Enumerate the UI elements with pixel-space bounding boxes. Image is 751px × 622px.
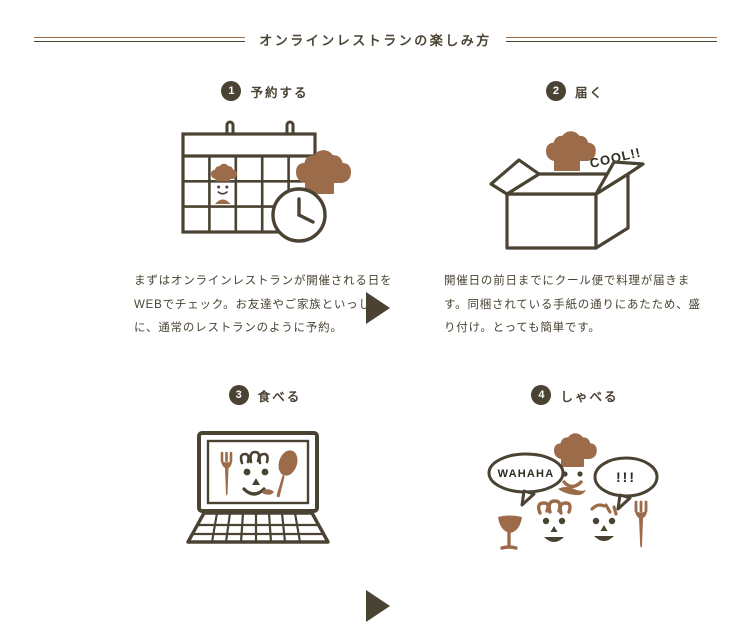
step-3: 3 食べる: [110, 382, 420, 574]
page-header: オンラインレストランの楽しみ方: [0, 30, 751, 49]
step-2-illustration: COOL!!: [420, 116, 730, 256]
step-3-illustration: [110, 420, 420, 560]
step-4-badge: 4: [531, 385, 552, 405]
step-4-title: しゃべる: [560, 389, 619, 404]
chef-hat-icon: [554, 433, 597, 467]
conversation-icon: WAHAHA !!!: [487, 433, 659, 550]
chef-hat-icon: [545, 131, 596, 171]
laptop-icon: [186, 431, 330, 544]
box-icon: [488, 158, 645, 250]
speech-bubble-right-text: !!!: [616, 469, 636, 485]
arrow-step1-to-step2-icon: [366, 292, 390, 324]
step-2-body: 開催日の前日までにクール便で料理が届きます。同梱されている手紙の通りにあたため、…: [444, 275, 701, 335]
fork-icon: [220, 451, 233, 496]
header-rule-right: [505, 36, 718, 43]
step-4-header: 4 しゃべる: [420, 382, 730, 408]
spoon-icon: [276, 450, 298, 498]
clock-icon: [271, 186, 327, 243]
wine-glass-icon: [498, 515, 522, 550]
step-3-header: 3 食べる: [110, 382, 420, 408]
guest-face-right-icon: [590, 503, 618, 541]
step-1-title: 予約する: [250, 85, 309, 100]
step-1-illustration: [110, 116, 420, 256]
fork-icon: [634, 500, 648, 548]
step-1: 1 予約する: [110, 78, 420, 341]
step-2-header: 2 届く: [420, 78, 730, 104]
calendar-icon: [181, 120, 351, 243]
page-title: オンラインレストランの楽しみ方: [259, 33, 492, 48]
speech-bubble-left: WAHAHA: [487, 452, 565, 507]
step-1-body: まずはオンラインレストランが開催される日をWEBでチェック。お友達やご家族といっ…: [134, 275, 393, 335]
step-2-badge: 2: [545, 81, 566, 101]
header-rule-left: [34, 36, 246, 43]
step-2-title: 届く: [574, 85, 604, 100]
chef-face-icon: [558, 471, 586, 496]
step-4: 4 しゃべる: [420, 382, 730, 574]
step-1-header: 1 予約する: [110, 78, 420, 104]
chef-character-icon: [211, 163, 237, 204]
step-1-badge: 1: [221, 81, 242, 101]
delivery-box-icon: COOL!!: [488, 131, 645, 250]
step-2: 2 届く COOL!!: [420, 78, 730, 341]
speech-bubble-left-text: WAHAHA: [498, 468, 555, 480]
guest-face-left-icon: [536, 499, 572, 542]
face-on-screen-icon: [220, 450, 298, 498]
arrow-step3-to-step4-icon: [366, 590, 390, 622]
step-3-title: 食べる: [257, 389, 302, 404]
step-4-illustration: WAHAHA !!!: [420, 420, 730, 560]
chef-hat-icon: [296, 149, 351, 194]
step-3-badge: 3: [228, 385, 249, 405]
speech-bubble-right: !!!: [593, 456, 659, 511]
